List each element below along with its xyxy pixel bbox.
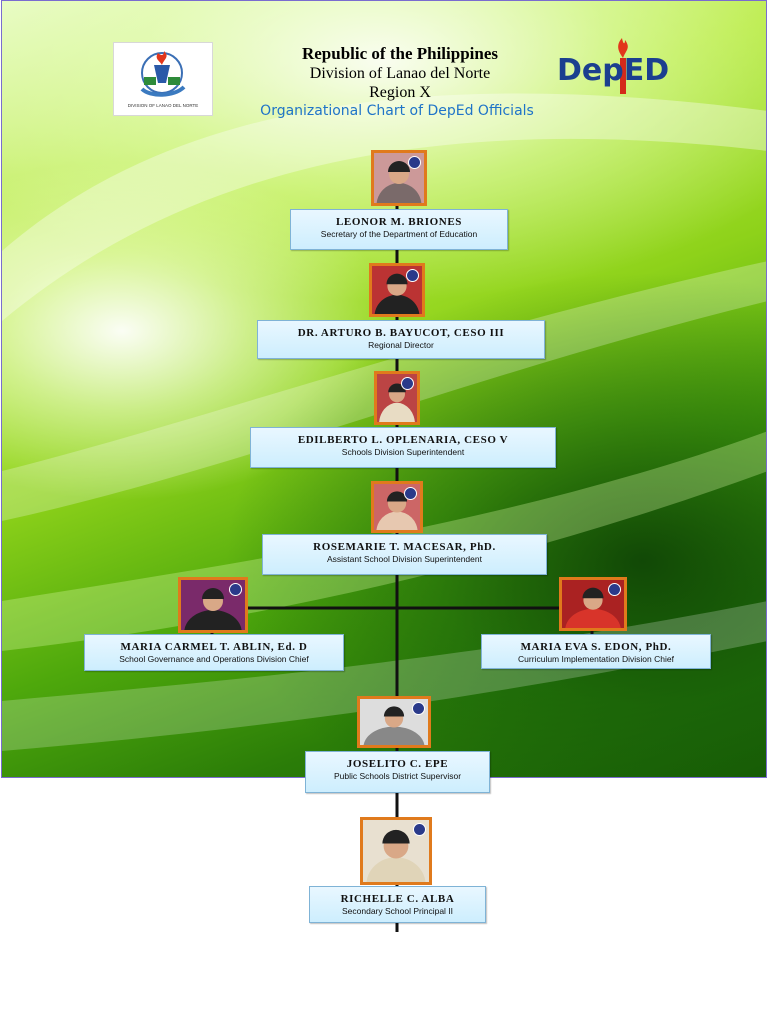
official-name: RICHELLE C. ALBA xyxy=(340,893,455,905)
deped-seal-icon xyxy=(413,823,426,836)
official-title: Assistant School Division Superintendent xyxy=(327,554,482,564)
official-photo xyxy=(559,577,627,631)
svg-text:DIVISION OF LANAO DEL NORTE: DIVISION OF LANAO DEL NORTE xyxy=(128,103,199,108)
official-name: EDILBERTO L. OPLENARIA, CESO V xyxy=(297,434,509,446)
chart-title: Organizational Chart of DepEd Officials xyxy=(260,103,534,119)
official-title: Curriculum Implementation Division Chief xyxy=(518,654,674,664)
official-photo xyxy=(357,696,431,748)
deped-seal-icon xyxy=(608,583,621,596)
header: Republic of the Philippines Division of … xyxy=(230,44,570,120)
deped-seal-icon xyxy=(401,377,414,390)
official-photo xyxy=(360,817,432,885)
header-line-2: Division of Lanao del Norte xyxy=(309,65,491,82)
official-title: Public Schools District Supervisor xyxy=(333,771,462,781)
deped-logo: DepED xyxy=(557,38,669,94)
official-title: Regional Director xyxy=(368,340,434,350)
deped-seal-icon xyxy=(412,702,425,715)
official-title: Schools Division Superintendent xyxy=(341,447,465,457)
official-photo xyxy=(371,481,423,533)
official-photo xyxy=(178,577,248,633)
header-line-3: Region X xyxy=(369,84,431,101)
official-name: MARIA EVA S. EDON, PhD. xyxy=(520,641,672,653)
deped-seal-icon xyxy=(408,156,421,169)
official-name: ROSEMARIE T. MACESAR, PhD. xyxy=(313,541,496,553)
official-name: DR. ARTURO B. BAYUCOT, CESO III xyxy=(297,327,505,339)
official-title: Secretary of the Department of Education xyxy=(320,229,478,239)
official-title: School Governance and Operations Divisio… xyxy=(119,654,309,664)
official-photo xyxy=(374,371,420,425)
official-name: MARIA CARMEL T. ABLIN, Ed. D xyxy=(120,641,308,653)
official-name: LEONOR M. BRIONES xyxy=(335,216,463,228)
official-box: ROSEMARIE T. MACESAR, PhD.Assistant Scho… xyxy=(262,534,547,575)
official-name: JOSELITO C. EPE xyxy=(346,758,449,770)
deped-seal-icon xyxy=(404,487,417,500)
header-line-1: Republic of the Philippines xyxy=(301,44,498,63)
division-logo: DIVISION OF LANAO DEL NORTE xyxy=(113,42,213,116)
official-photo xyxy=(369,263,425,317)
deped-seal-icon xyxy=(406,269,419,282)
deped-seal-icon xyxy=(229,583,242,596)
official-box: MARIA EVA S. EDON, PhD.Curriculum Implem… xyxy=(481,634,711,669)
official-title: Secondary School Principal II xyxy=(341,906,454,916)
official-photo xyxy=(371,150,427,206)
svg-text:DepED: DepED xyxy=(557,53,669,88)
